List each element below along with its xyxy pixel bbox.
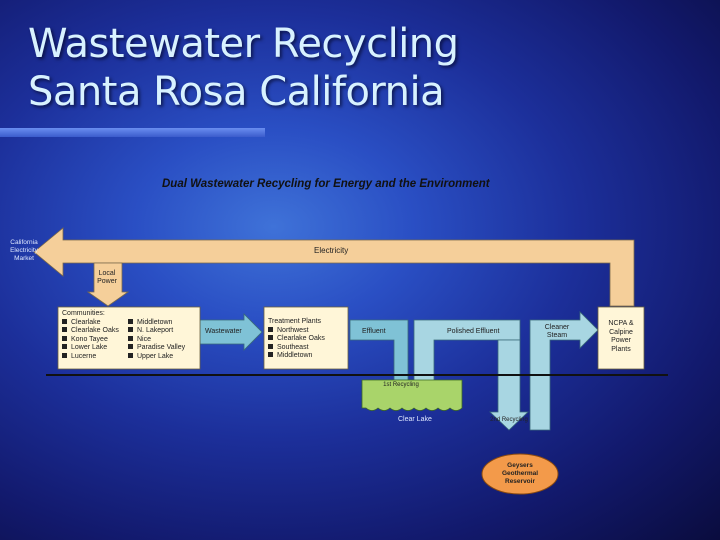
- treatment-item: Southeast: [268, 343, 348, 353]
- community-item: Middletown: [128, 318, 200, 328]
- treatment-item: Middletown: [268, 352, 348, 361]
- local-power-arrow: [86, 262, 130, 307]
- community-item: Clearlake Oaks: [62, 327, 128, 336]
- clear-lake-label: Clear Lake: [398, 416, 432, 423]
- ncpa-box: [597, 306, 645, 370]
- electricity-label: Electricity: [314, 246, 349, 255]
- diagram-title: Dual Wastewater Recycling for Energy and…: [162, 178, 490, 190]
- treatment-item: Clearlake Oaks: [268, 335, 348, 344]
- community-item: Lower Lake: [62, 344, 128, 353]
- treatment-plants-box: [263, 306, 349, 370]
- geysers-reservoir: [481, 453, 559, 495]
- wastewater-label: Wastewater: [205, 328, 242, 335]
- slide-title-line2: Santa Rosa California: [28, 69, 445, 115]
- clear-lake-shape: [361, 379, 463, 411]
- treatment-plants-text: Treatment Plants Northwest Clearlake Oak…: [268, 318, 348, 361]
- community-item: Lucerne: [62, 352, 128, 362]
- community-item: N. Lakeport: [128, 327, 200, 336]
- market-label: California Electricity Market: [10, 239, 38, 262]
- treatment-plants-heading: Treatment Plants: [268, 318, 322, 325]
- ncpa-label: NCPA & Calpine Power Plants: [608, 320, 634, 353]
- geysers-label: Geysers Geothermal Reservoir: [501, 462, 539, 485]
- community-item: Clearlake: [62, 318, 128, 328]
- polished-effluent-label: Polished Effluent: [447, 328, 500, 335]
- communities-heading: Communities:: [62, 310, 105, 317]
- communities-right-list: Middletown N. Lakeport Nice Paradise Val…: [128, 318, 200, 362]
- community-item: Kono Tayee: [62, 335, 128, 345]
- effluent-label: Effluent: [362, 328, 386, 335]
- electricity-arrow: [33, 227, 635, 307]
- title-underline: [0, 128, 265, 137]
- community-item: Upper Lake: [128, 352, 200, 362]
- wastewater-arrow: [199, 313, 263, 351]
- second-recycling-label: 2nd Recycling: [490, 417, 528, 423]
- communities-text: Communities: Clearlake Clearlake Oaks Ko…: [62, 310, 202, 361]
- communities-left-list: Clearlake Clearlake Oaks Kono Tayee Lowe…: [62, 318, 128, 362]
- slide-title: Wastewater Recycling Santa Rosa Californ…: [28, 20, 459, 116]
- local-power-label: Local Power: [97, 270, 117, 285]
- community-item: Paradise Valley: [128, 344, 200, 353]
- cleaner-steam-pipe: [529, 311, 599, 431]
- community-item: Nice: [128, 335, 200, 345]
- slide-title-line1: Wastewater Recycling: [28, 21, 459, 67]
- second-recycling-pipe: [488, 339, 530, 431]
- cleaner-steam-label: Cleaner Steam: [544, 324, 570, 339]
- first-recycling-label: 1st Recycling: [383, 382, 419, 388]
- treatment-item: Northwest: [268, 326, 348, 336]
